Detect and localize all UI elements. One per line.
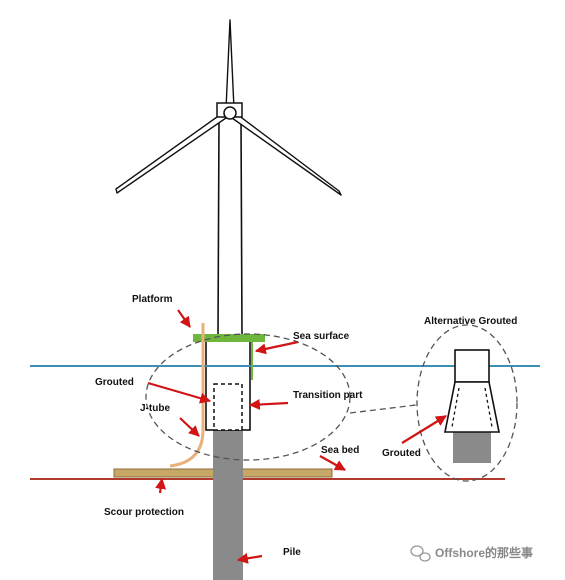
label-scour-protection: Scour protection xyxy=(104,507,184,518)
label-transition-part: Transition part xyxy=(293,390,363,401)
turbine-tower xyxy=(217,118,243,337)
label-j-tube: J-tube xyxy=(140,403,170,414)
label-sea-bed: Sea bed xyxy=(321,445,359,456)
connection-detail-ellipse xyxy=(145,333,351,461)
alternative-detail-ellipse xyxy=(416,324,518,482)
label-pile: Pile xyxy=(283,547,301,558)
rotor-hub xyxy=(223,106,237,120)
alternative-grouted-connection xyxy=(444,349,500,463)
platform-deck xyxy=(193,334,265,342)
label-grouted-right: Grouted xyxy=(382,448,421,459)
pile xyxy=(213,428,243,580)
grouted-zone xyxy=(213,383,243,431)
label-alternative-grouted: Alternative Grouted xyxy=(424,316,517,327)
j-tube xyxy=(169,323,205,468)
annotation-arrows xyxy=(147,309,447,564)
label-platform: Platform xyxy=(132,294,173,305)
label-grouted-left: Grouted xyxy=(95,377,134,388)
wechat-bubble-icon xyxy=(410,545,431,562)
label-sea-surface: Sea surface xyxy=(293,331,350,342)
watermark-text: Offshore的那些事 xyxy=(435,545,533,560)
detail-connector xyxy=(349,404,417,414)
